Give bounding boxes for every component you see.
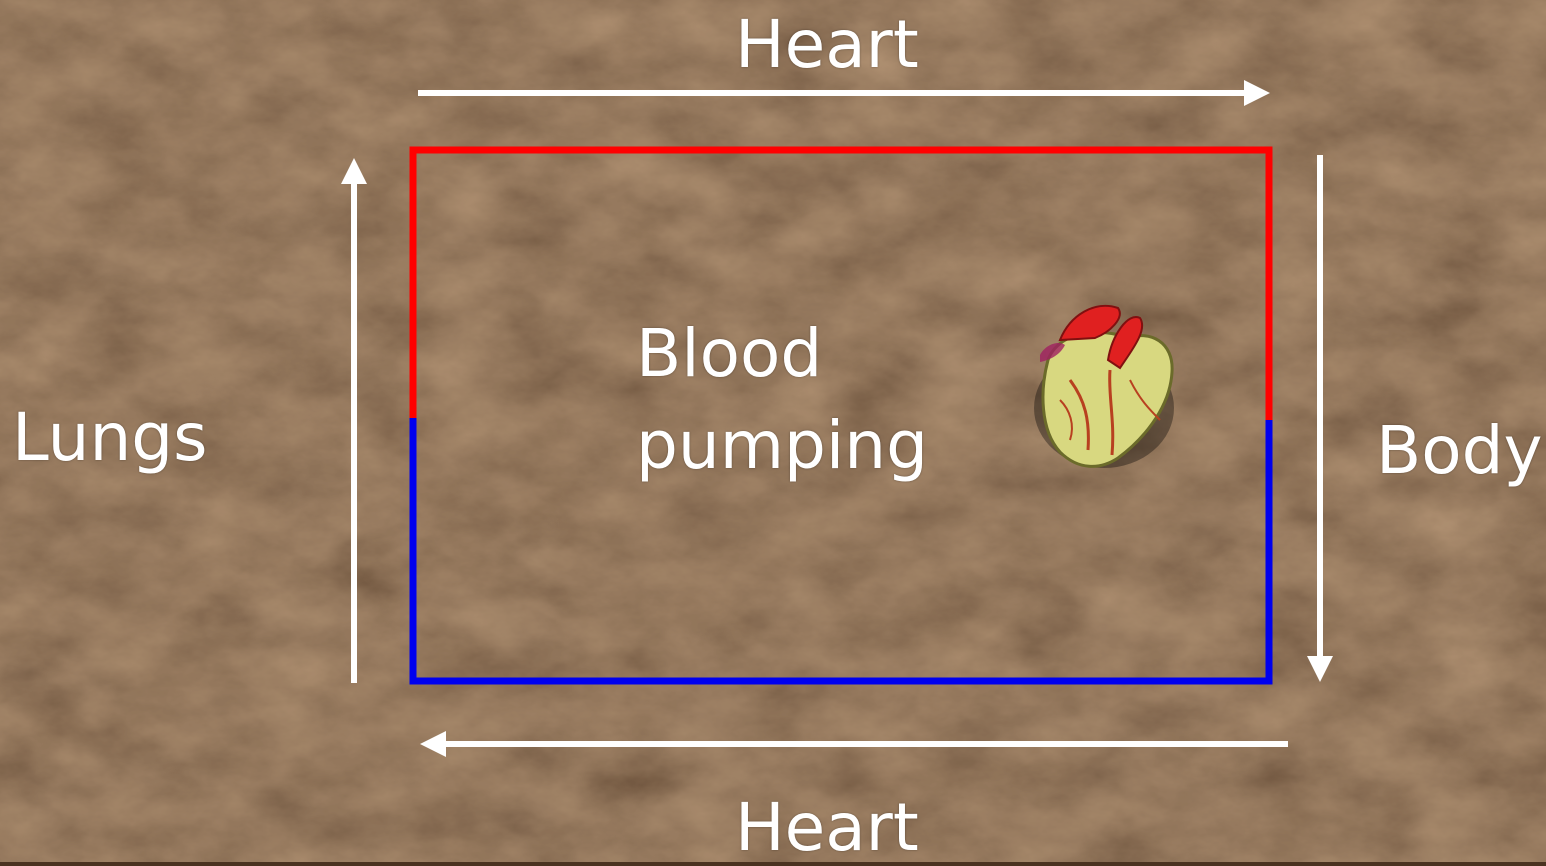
- arrow-left: [341, 158, 367, 683]
- body-label: Body: [1376, 418, 1543, 484]
- arrow-right: [1307, 155, 1333, 682]
- blood-pumping-line1: Blood: [636, 308, 928, 400]
- blood-pumping-label: Blood pumping: [636, 308, 928, 492]
- blood-pumping-line2: pumping: [636, 400, 928, 492]
- heart-bottom-label: Heart: [735, 795, 919, 861]
- arrow-top: [418, 80, 1270, 106]
- lungs-label: Lungs: [12, 405, 208, 471]
- heart-icon: [1034, 306, 1174, 468]
- heart-top-label: Heart: [735, 12, 919, 78]
- arrow-bottom: [420, 731, 1288, 757]
